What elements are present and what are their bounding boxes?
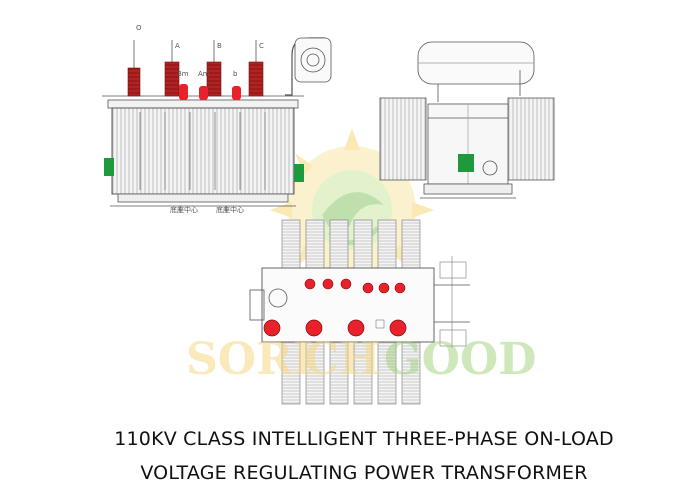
label-b: B	[217, 42, 222, 50]
plan-view	[249, 219, 470, 405]
watermark-text-right: GOOD	[384, 334, 536, 385]
bushing-c	[248, 40, 264, 97]
side-elevation-view	[379, 41, 555, 199]
label-bm: Bm	[177, 70, 189, 78]
control-cabinet-right	[294, 164, 304, 182]
caption-line-2: VOLTAGE REGULATING POWER TRANSFORMER	[140, 462, 588, 484]
transformer-drawing: O A B C Bm Am b 底座中心 底座中心	[102, 24, 555, 405]
watermark-text: SORI CH GOOD	[186, 334, 536, 385]
base-center-label-2: 底座中心	[216, 205, 244, 214]
watermark-text-left: SORI	[186, 334, 313, 385]
label-c: C	[259, 42, 264, 50]
label-b-lower: b	[233, 70, 238, 78]
control-cabinet-side	[458, 154, 474, 172]
label-a: A	[175, 42, 180, 50]
watermark-text-mid: CH	[304, 334, 381, 385]
hv-bushings	[127, 40, 264, 97]
label-am: Am	[198, 70, 210, 78]
bushing-labels: O A B C Bm Am b 底座中心 底座中心	[136, 24, 264, 214]
base-center-label-1: 底座中心	[170, 205, 198, 214]
label-o: O	[136, 24, 142, 32]
bushing-b	[206, 40, 222, 97]
mv-bushings	[179, 84, 241, 100]
front-elevation-view	[102, 37, 332, 212]
bushing-o	[127, 40, 141, 97]
caption-line-1: 110KV CLASS INTELLIGENT THREE-PHASE ON-L…	[114, 428, 614, 450]
control-cabinet-left	[104, 158, 114, 176]
bushing-a	[164, 40, 180, 97]
